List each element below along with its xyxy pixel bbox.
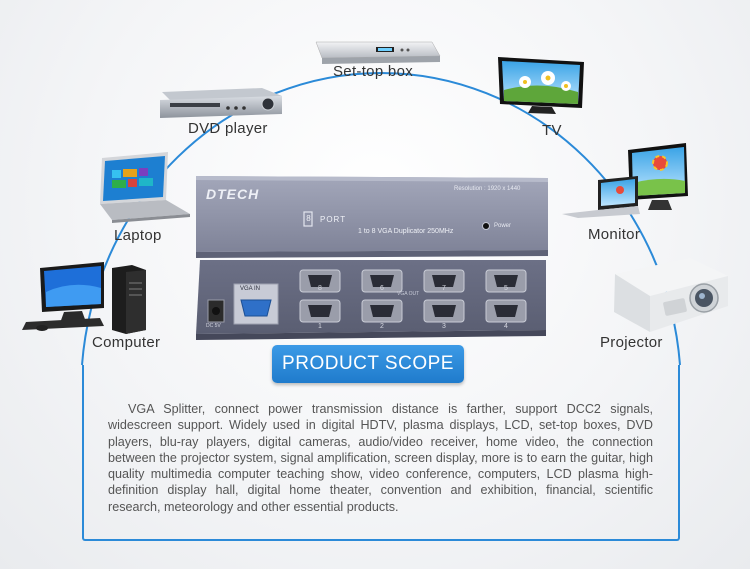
port-number-label: 3 [442, 323, 446, 330]
model-text: 1 to 8 VGA Duplicator 250MHz [358, 228, 454, 235]
port-number-label: 6 [380, 285, 384, 292]
laptop-image [100, 152, 190, 223]
vga-port-connector [432, 275, 456, 287]
product-scope-title: PRODUCT SCOPE [272, 345, 464, 383]
resolution-text: Resolution : 1920 x 1440 [454, 186, 521, 192]
projector-image [614, 258, 728, 332]
vga-splitter-front-unit [196, 176, 548, 258]
vga-port-connector [494, 305, 518, 317]
vga-splitter-back-unit: 8 6 7 5 1 2 3 4 [196, 260, 546, 340]
vga-out-label: VGA OUT [397, 291, 420, 297]
label-dvd-player: DVD player [188, 120, 268, 137]
vga-port-connector [370, 305, 394, 317]
vga-in-label: VGA IN [240, 286, 261, 292]
port-number-label: 1 [318, 323, 322, 330]
port-number-label: 8 [318, 285, 322, 292]
dc-label: DC 5V [206, 323, 221, 329]
port-count: 8 [306, 214, 311, 223]
port-number-label: 2 [380, 323, 384, 330]
vga-port-connector [370, 275, 394, 287]
product-scope-description: VGA Splitter, connect power transmission… [108, 402, 653, 514]
label-monitor: Monitor [588, 226, 641, 243]
port-number-label: 4 [504, 323, 508, 330]
vga-port-connector [494, 275, 518, 287]
port-label: PORT [320, 215, 347, 224]
vga-port-connector [308, 275, 332, 287]
vga-port-connector [308, 305, 332, 317]
tv-image [498, 57, 584, 114]
power-label: Power [494, 223, 512, 229]
monitor-image [562, 143, 688, 218]
brand-logo: DTECH [206, 186, 260, 202]
label-tv: TV [542, 122, 562, 139]
computer-image [22, 262, 146, 334]
connection-arc [81, 71, 681, 366]
label-laptop: Laptop [114, 227, 162, 244]
dvd-player-image [160, 88, 282, 118]
label-projector: Projector [600, 334, 663, 351]
port-number-label: 5 [504, 285, 508, 292]
product-scope-box [82, 365, 680, 541]
vga-out-ports: 8 6 7 5 1 2 3 4 [299, 269, 527, 330]
label-computer: Computer [92, 334, 161, 351]
port-number-label: 7 [442, 285, 446, 292]
vga-port-connector [432, 305, 456, 317]
set-top-box-image [315, 41, 441, 64]
label-set-top-box: Set-top box [333, 63, 414, 80]
